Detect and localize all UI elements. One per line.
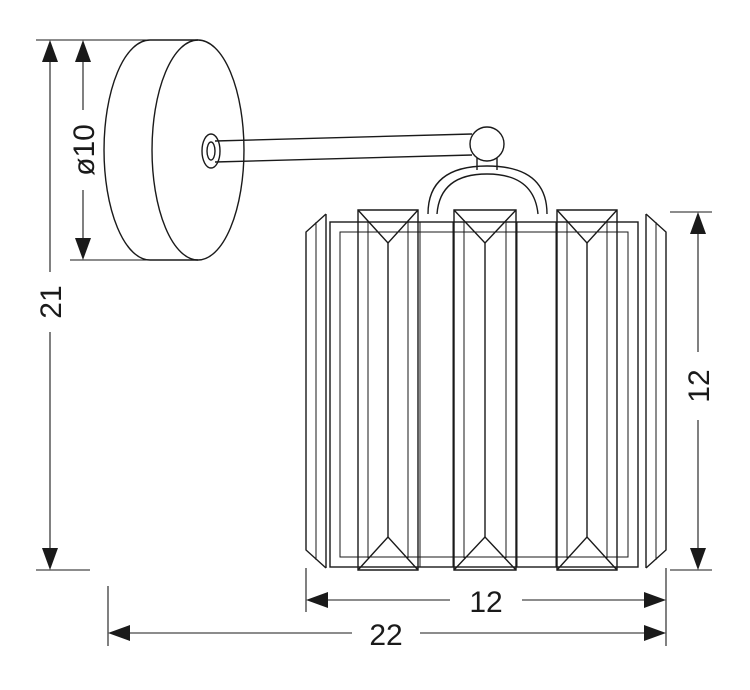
dimension-total-depth: 22: [107, 586, 667, 652]
arm: [201, 126, 505, 170]
crystal-shade: [305, 213, 667, 569]
crystal-prism-3: [556, 209, 618, 571]
backplate: [103, 39, 245, 261]
label-shade-height: 12: [683, 369, 716, 402]
crystal-prism-1: [357, 209, 419, 571]
label-total-depth: 22: [369, 619, 402, 652]
crystal-prism-2: [453, 209, 517, 571]
label-total-height: 21: [35, 285, 68, 318]
dimension-shade-height: 12: [670, 211, 716, 571]
dimension-backplate-diameter: ø10: [68, 39, 150, 261]
dimension-shade-width: 12: [305, 568, 667, 619]
dimension-total-height: 21: [35, 39, 90, 571]
lamp-holder-cap: [427, 165, 548, 215]
label-shade-width: 12: [469, 586, 502, 619]
label-backplate-diameter: ø10: [68, 124, 101, 176]
